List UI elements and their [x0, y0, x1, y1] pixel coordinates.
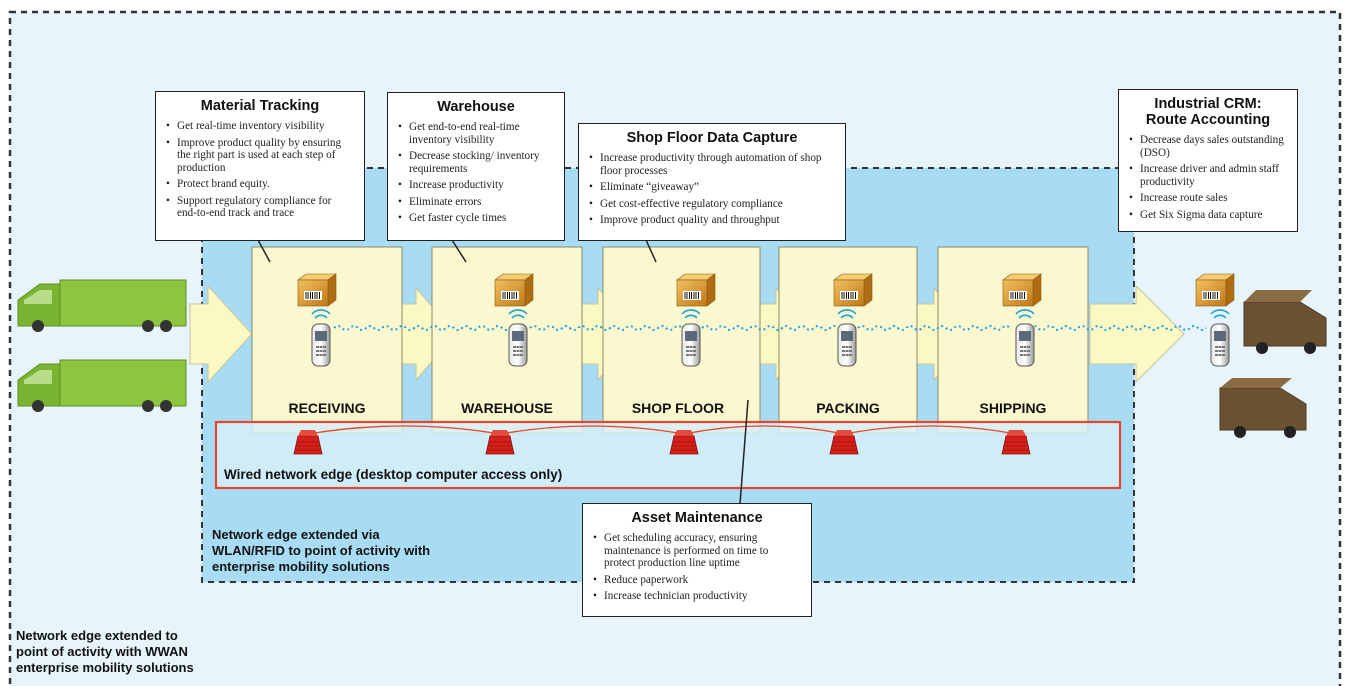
callout-warehouse: Warehouse Get end-to-end real-time inven…: [387, 92, 565, 241]
callout-item: Increase productivity: [398, 179, 554, 192]
callout-shop-floor-data-capture: Shop Floor Data Capture Increase product…: [578, 123, 846, 241]
callout-title: Warehouse: [437, 99, 515, 115]
package-icon: [494, 273, 534, 307]
callout-title: Industrial CRM: Route Accounting: [1145, 96, 1271, 128]
callout-item: Protect brand equity.: [166, 178, 354, 191]
callout-industrial-crm: Industrial CRM: Route Accounting Decreas…: [1118, 89, 1298, 232]
wwan-edge-label: Network edge extended to point of activi…: [16, 628, 194, 675]
callout-item: Get faster cycle times: [398, 212, 554, 225]
callout-asset-maintenance: Asset Maintenance Get scheduling accurac…: [582, 503, 812, 617]
callout-item: Increase technician productivity: [593, 590, 801, 603]
package-icon: [1002, 273, 1042, 307]
callout-item: Reduce paperwork: [593, 574, 801, 587]
callout-item: Decrease days sales outstanding (DSO): [1129, 134, 1287, 159]
wired-network-band: [214, 420, 1122, 490]
truck-icon: [17, 279, 187, 332]
station-label-warehouse: WAREHOUSE: [461, 400, 553, 416]
callout-item: Support regulatory compliance for end-to…: [166, 195, 354, 220]
station-label-shipping: SHIPPING: [979, 400, 1047, 416]
callout-item: Get real-time inventory visibility: [166, 120, 354, 133]
callout-material-tracking: Material Tracking Get real-time inventor…: [155, 91, 365, 241]
callout-item: Get Six Sigma data capture: [1129, 209, 1287, 222]
callout-item: Decrease stocking/ inventory requirement…: [398, 150, 554, 175]
truck-icon: [1243, 290, 1327, 354]
callout-item: Get scheduling accuracy, ensuring mainte…: [593, 532, 801, 570]
callout-item: Improve product quality and throughput: [589, 214, 835, 227]
callout-item: Increase route sales: [1129, 192, 1287, 205]
wlan-edge-label: Network edge extended via WLAN/RFID to p…: [212, 527, 431, 574]
station-label-packing: PACKING: [816, 400, 880, 416]
package-icon: [297, 273, 337, 307]
callout-item: Get end-to-end real-time inventory visib…: [398, 121, 554, 146]
arrow-icon: [189, 284, 253, 384]
station-label-shop-floor: SHOP FLOOR: [631, 400, 725, 416]
station-label-receiving: RECEIVING: [288, 400, 366, 416]
callout-item: Eliminate errors: [398, 196, 554, 209]
callout-title: Asset Maintenance: [631, 510, 763, 526]
truck-icon: [1219, 378, 1307, 438]
callout-item: Improve product quality by ensuring the …: [166, 137, 354, 175]
wired-network-label: Wired network edge (desktop computer acc…: [224, 467, 563, 482]
callout-item: Get cost-effective regulatory compliance: [589, 198, 835, 211]
callout-title: Shop Floor Data Capture: [626, 130, 798, 146]
package-icon: [833, 273, 873, 307]
package-icon: [676, 273, 716, 307]
truck-icon: [17, 359, 187, 412]
package-icon: [1195, 273, 1235, 307]
callout-item: Increase driver and admin staff producti…: [1129, 163, 1287, 188]
arrow-icon: [1089, 284, 1185, 384]
callout-item: Eliminate “giveaway”: [589, 181, 835, 194]
callout-item: Increase productivity through automation…: [589, 152, 835, 177]
callout-title: Material Tracking: [200, 98, 320, 114]
